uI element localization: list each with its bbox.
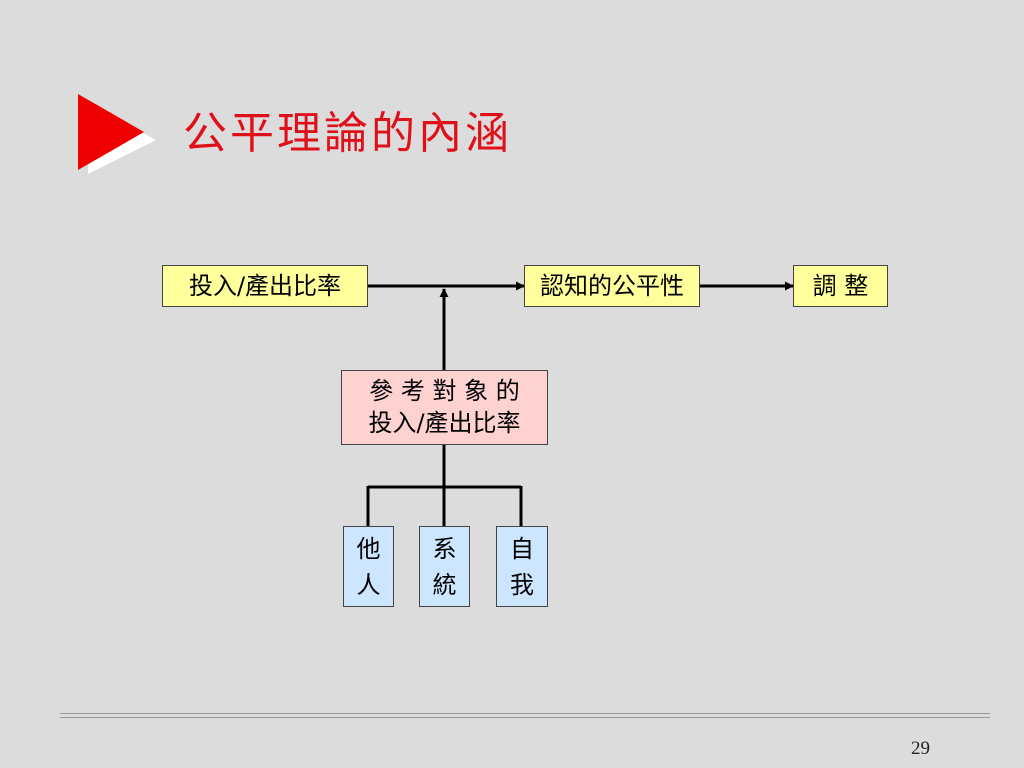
adjustment-box: 調 整 bbox=[793, 265, 888, 307]
footer-divider bbox=[60, 713, 990, 718]
reference-ratio-box: 參 考 對 象 的 投入/產出比率 bbox=[341, 370, 548, 445]
self-line1: 自 bbox=[510, 535, 534, 563]
title-bullet-icon bbox=[78, 94, 156, 174]
other-person-line2: 人 bbox=[356, 571, 381, 599]
self-box: 自 我 bbox=[496, 526, 548, 607]
system-box: 系 統 bbox=[419, 526, 470, 607]
input-output-ratio-box: 投入/產出比率 bbox=[162, 265, 368, 307]
input-output-ratio-label: 投入/產出比率 bbox=[188, 272, 342, 300]
other-person-box: 他 人 bbox=[343, 526, 394, 607]
page-number: 29 bbox=[911, 738, 930, 759]
page-title: 公平理論的內涵 bbox=[183, 108, 512, 159]
self-line2: 我 bbox=[510, 571, 534, 599]
other-person-line1: 他 bbox=[356, 535, 381, 563]
reference-ratio-line1: 參 考 對 象 的 bbox=[369, 377, 520, 405]
reference-ratio-line2: 投入/產出比率 bbox=[368, 409, 521, 437]
adjustment-label: 調 整 bbox=[812, 272, 869, 300]
perceived-fairness-label: 認知的公平性 bbox=[540, 272, 684, 300]
perceived-fairness-box: 認知的公平性 bbox=[524, 265, 700, 307]
system-line2: 統 bbox=[432, 571, 457, 599]
system-line1: 系 bbox=[432, 535, 457, 563]
